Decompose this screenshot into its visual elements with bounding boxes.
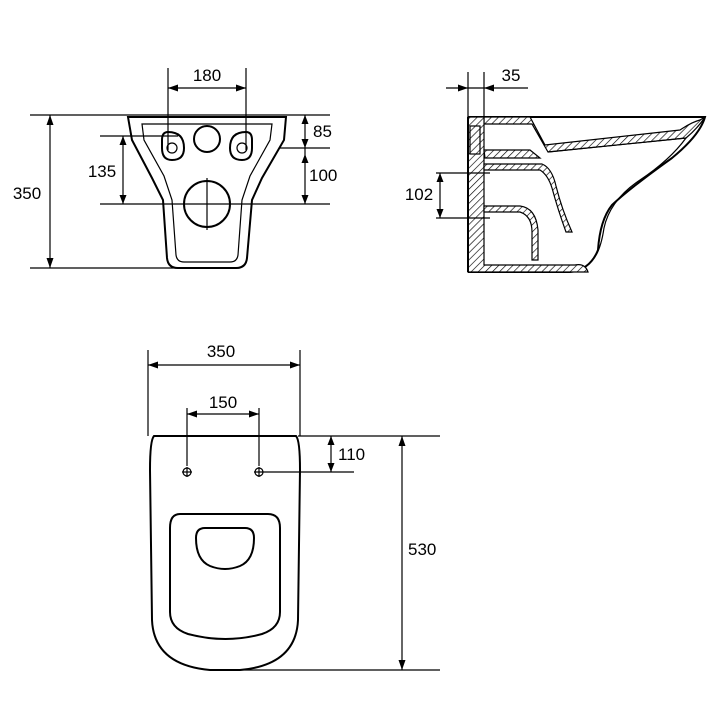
dim-180-label: 180 xyxy=(193,66,221,85)
dim-100-label: 100 xyxy=(309,166,337,185)
dim-110-label: 110 xyxy=(338,445,365,464)
side-bowl-inner xyxy=(547,137,688,263)
side-view: 35 102 xyxy=(405,66,707,273)
left-bolt-hole xyxy=(166,142,178,154)
side-flush-channel-hatch xyxy=(483,149,542,159)
dim-350-top-label: 350 xyxy=(207,342,235,361)
top-inner-bowl xyxy=(169,513,281,640)
side-rear-wall-hatch xyxy=(467,116,589,273)
top-water-opening xyxy=(194,527,256,570)
top-outer-outline xyxy=(148,435,302,671)
dim-135-label: 135 xyxy=(88,162,116,181)
right-bolt-hole xyxy=(236,142,248,154)
dim-102-label: 102 xyxy=(405,185,433,204)
rear-view: 180 350 85 135 100 xyxy=(13,66,337,269)
side-trap-lower-hatch xyxy=(483,205,539,261)
dim-350-rear-label: 350 xyxy=(13,184,41,203)
rear-body-inner xyxy=(141,123,273,263)
right-bolt-hook xyxy=(228,130,253,162)
side-trap-upper-hatch xyxy=(483,163,573,233)
top-view: 350 150 110 530 xyxy=(147,342,440,671)
side-outlet-stub xyxy=(469,125,481,155)
dim-530-label: 530 xyxy=(408,540,436,559)
dim-150-label: 150 xyxy=(209,393,237,412)
dim-85-label: 85 xyxy=(313,122,332,141)
water-inlet-circle xyxy=(193,125,221,153)
dim-35-label: 35 xyxy=(502,66,521,85)
